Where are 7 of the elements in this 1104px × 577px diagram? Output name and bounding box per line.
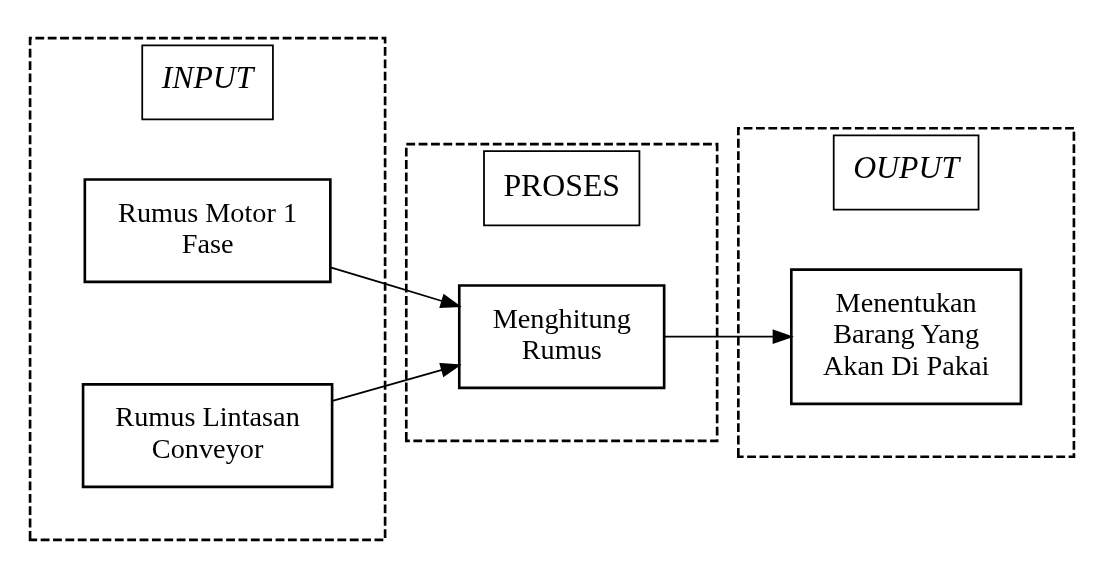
arrow — [663, 328, 794, 344]
arrow — [329, 265, 462, 308]
node-box: Rumus Lintasan Conveyor — [81, 382, 334, 488]
node-box: Menentukan Barang Yang Akan Di Pakai — [790, 267, 1023, 405]
arrow — [331, 362, 462, 402]
node-box: Menghitung Rumus — [457, 283, 666, 389]
node-box: Rumus Motor 1 Fase — [83, 177, 332, 283]
